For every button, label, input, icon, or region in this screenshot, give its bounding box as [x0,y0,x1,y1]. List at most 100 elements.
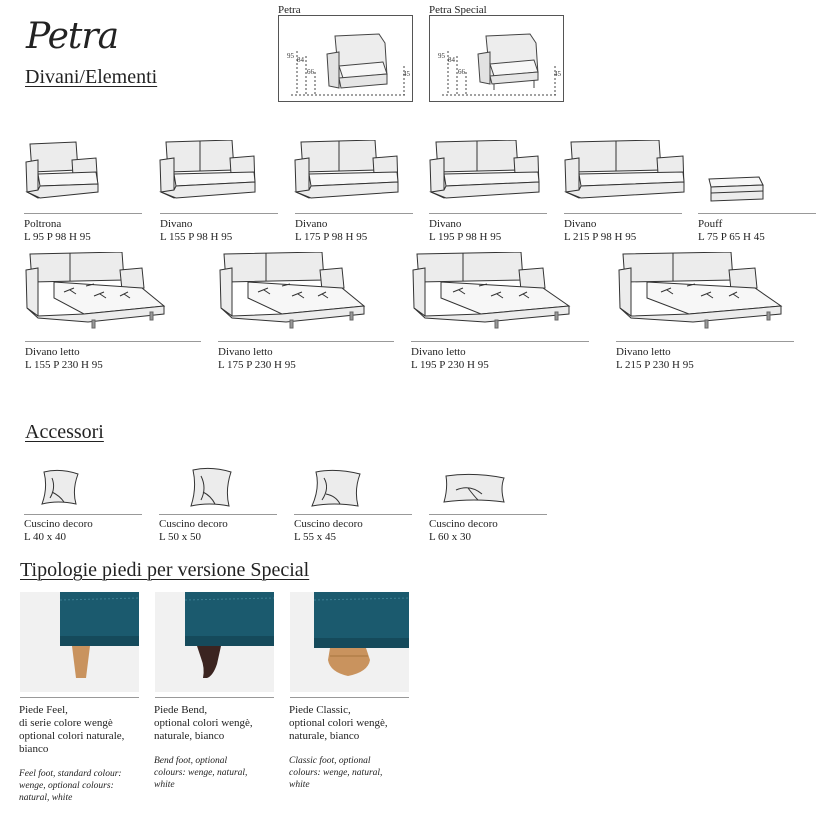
dim-84: 84 [297,56,305,64]
product-size: L 60 x 30 [429,531,472,543]
product-name: Poltrona [24,218,62,230]
section-title-feet: Tipologie piedi per versione Special [20,559,310,581]
product-size: L 75 P 65 H 45 [698,231,765,243]
foot-desc-en-line: colours: wenge, natural, [289,768,383,778]
product-name: Divano letto [218,346,273,358]
product-name: Divano letto [616,346,671,358]
product-name: Cuscino decoro [429,518,498,530]
divider [290,697,409,698]
dimension-diagram-petra: 95 84 66 45 [287,33,411,96]
divider [295,213,413,214]
foot-classic-desc: Piede Classic, optional colori wengè, na… [289,704,414,743]
product-size: L 95 P 98 H 95 [24,231,91,243]
product-size: L 195 P 230 H 95 [411,359,489,371]
divider [155,697,274,698]
dim-45: 45 [554,70,562,78]
foot-desc-en-line: white [289,780,310,790]
foot-name: Piede Bend, [154,704,208,716]
foot-desc-line: naturale, bianco [154,730,225,742]
sofa-illustration [564,140,685,199]
dimension-diagram-petra-special: 95 84 66 45 [438,33,562,96]
divider [24,514,142,515]
product-name: Divano [160,218,193,230]
dim-box-petra: 95 84 66 45 [278,15,413,102]
product-name: Divano letto [411,346,466,358]
section-title-divani: Divani/Elementi [25,66,158,88]
cushion-icon [311,469,361,507]
product-size: L 55 x 45 [294,531,337,543]
dim-box-petra-special: 95 84 66 45 [429,15,564,102]
foot-classic-photo [290,592,409,692]
foot-desc-en-line: white [154,780,175,790]
foot-desc-en-line: natural, white [19,793,73,803]
dim-95: 95 [438,52,446,60]
product-name: Divano letto [25,346,80,358]
divider [411,341,589,342]
dim-95: 95 [287,52,295,60]
product-name: Divano [429,218,462,230]
dim-45: 45 [403,70,411,78]
foot-desc-en-line: Classic foot, optional [289,756,371,766]
sofa-bed-illustration [219,252,366,329]
product-size: L 215 P 98 H 95 [564,231,637,243]
divider [294,514,412,515]
product-name: Cuscino decoro [294,518,363,530]
cushion-icon [443,473,505,503]
armchair-illustration [25,141,99,199]
foot-feel-photo [20,592,139,692]
product-name: Pouff [698,218,723,230]
foot-desc-en-line: wenge, optional colours: [19,781,114,791]
dim-box-label-petra-special: Petra Special [429,4,487,16]
divider [218,341,394,342]
divider [24,213,142,214]
divider [616,341,794,342]
cushion-icon [190,467,232,507]
pouf-illustration [708,176,764,202]
product-size: L 40 x 40 [24,531,67,543]
sofa-bed-illustration [412,252,571,329]
dim-66: 66 [458,68,466,76]
foot-bend-photo [155,592,274,692]
foot-classic-desc-en: Classic foot, optional colours: wenge, n… [289,755,419,791]
divider [20,697,139,698]
foot-desc-en-line: colours: wenge, natural, [154,768,248,778]
foot-desc-line: bianco [19,743,49,755]
divider [429,514,547,515]
foot-name: Piede Classic, [289,704,351,716]
divider [429,213,547,214]
foot-desc-en-line: Feel foot, standard colour: [19,769,122,779]
foot-desc-line: di serie colore wengè [19,717,113,729]
product-size: L 50 x 50 [159,531,202,543]
divider [159,514,277,515]
foot-feel-desc-en: Feel foot, standard colour: wenge, optio… [19,768,149,804]
foot-bend-desc-en: Bend foot, optional colours: wenge, natu… [154,755,284,791]
foot-name: Piede Feel, [19,704,68,716]
product-size: L 155 P 230 H 95 [25,359,103,371]
section-title-accessori: Accessori [25,421,104,443]
divider [160,213,278,214]
product-name: Divano [564,218,597,230]
product-size: L 215 P 230 H 95 [616,359,694,371]
sofa-bed-illustration [25,252,166,329]
foot-desc-line: optional colori wengè, [289,717,388,729]
brand-title: Petra [26,16,119,57]
product-size: L 175 P 98 H 95 [295,231,368,243]
sofa-illustration [159,140,256,199]
product-size: L 155 P 98 H 95 [160,231,233,243]
divider [698,213,816,214]
foot-desc-line: optional colori naturale, [19,730,125,742]
cushion-icon [41,469,79,505]
foot-desc-line: naturale, bianco [289,730,360,742]
foot-feel-desc: Piede Feel, di serie colore wengè option… [19,704,144,756]
product-size: L 175 P 230 H 95 [218,359,296,371]
divider [25,341,201,342]
sofa-illustration [294,140,399,199]
sofa-illustration [429,140,540,199]
foot-desc-line: optional colori wengè, [154,717,253,729]
foot-bend-desc: Piede Bend, optional colori wengè, natur… [154,704,279,743]
sofa-bed-illustration [618,252,783,329]
divider [564,213,682,214]
foot-desc-en-line: Bend foot, optional [154,756,228,766]
product-name: Cuscino decoro [159,518,228,530]
dim-66: 66 [307,68,315,76]
